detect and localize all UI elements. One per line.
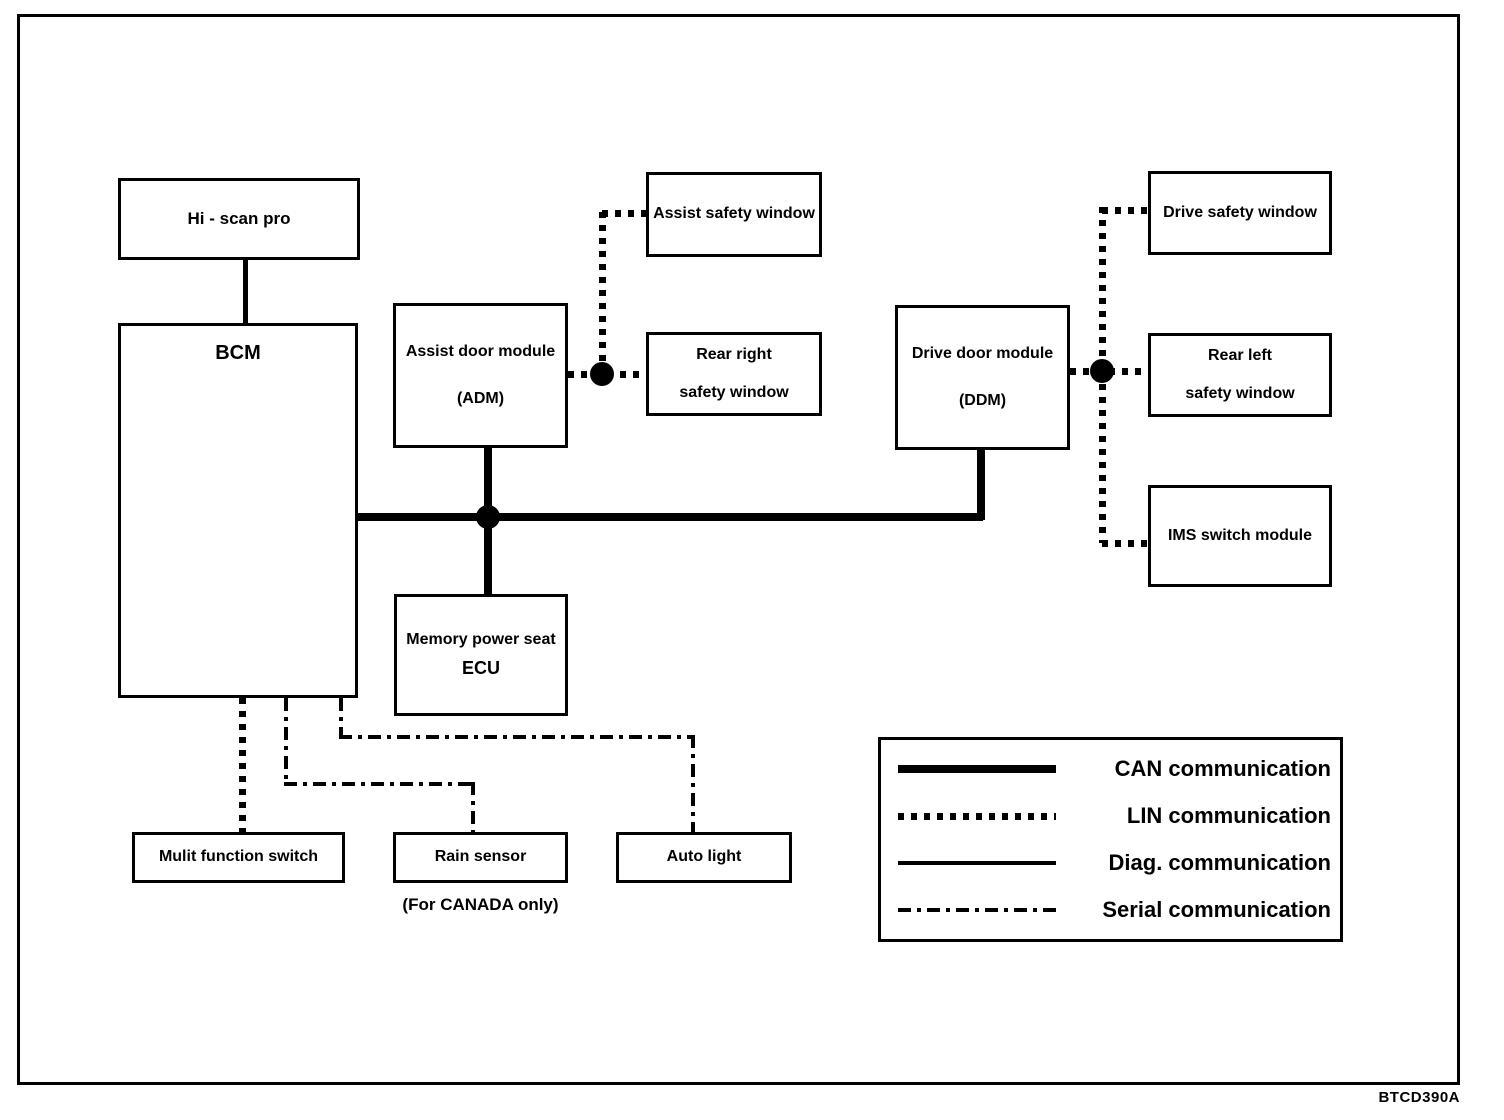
serial-line-rain-v2	[471, 782, 475, 832]
legend-row-diag: Diag. communication	[898, 840, 1331, 887]
legend-box: CAN communication LIN communication Diag…	[878, 737, 1343, 942]
adm-label-line2: (ADM)	[456, 389, 505, 407]
lin-line-adm-vertical	[599, 212, 606, 374]
lin-line-to-ims	[1102, 540, 1148, 547]
serial-line-autolight-h	[339, 735, 695, 739]
ddm-label-line2: (DDM)	[958, 391, 1007, 409]
lin-line-to-drive-safety-window	[1102, 207, 1148, 214]
legend-label-lin: LIN communication	[1126, 803, 1331, 829]
can-line-sample	[898, 765, 1056, 774]
serial-line-sample	[898, 907, 1056, 912]
legend-row-can: CAN communication	[898, 746, 1331, 793]
can-line-ddm-drop	[977, 450, 985, 520]
multi-function-switch-box: Mulit function switch	[132, 832, 345, 883]
assist-safety-window-box: Assist safety window	[646, 172, 822, 257]
legend-label-serial: Serial communication	[1102, 896, 1331, 922]
lin-junction-dot-ddm	[1090, 359, 1114, 383]
drive-safety-window-label: Drive safety window	[1163, 203, 1317, 221]
serial-line-autolight-v1	[339, 698, 343, 738]
canada-only-note: (For CANADA only)	[402, 895, 559, 914]
legend-label-diag: Diag. communication	[1108, 849, 1331, 875]
legend-row-serial: Serial communication	[898, 886, 1331, 933]
figure-code: BTCD390A	[1378, 1089, 1460, 1106]
ims-switch-module-label: IMS switch module	[1167, 526, 1312, 544]
hi-scan-pro-box: Hi - scan pro	[118, 178, 360, 260]
rear-right-safety-window-box: Rear right safety window	[646, 332, 822, 416]
legend-label-can: CAN communication	[1114, 756, 1331, 782]
lin-line-bcm-multifunction	[239, 698, 246, 832]
auto-light-box: Auto light	[616, 832, 792, 883]
hi-scan-pro-label: Hi - scan pro	[187, 209, 291, 229]
diagram-border	[17, 14, 1460, 1085]
diag-line-hiscan-bcm	[243, 260, 248, 323]
rear-right-label-line2: safety window	[679, 384, 789, 401]
lin-junction-dot-adm	[590, 362, 614, 386]
can-junction-dot	[476, 505, 500, 529]
rear-left-label-line2: safety window	[1185, 385, 1295, 402]
multi-function-switch-label: Mulit function switch	[158, 848, 319, 866]
bcm-label: BCM	[215, 342, 261, 364]
legend-row-lin: LIN communication	[898, 793, 1331, 840]
lin-line-to-assist-safety-window	[602, 210, 646, 217]
serial-line-rain-h	[284, 782, 475, 786]
lin-line-ddm-vertical-bottom	[1099, 371, 1106, 543]
can-bus-horizontal	[358, 513, 983, 521]
ddm-label-line1: Drive door module	[911, 345, 1054, 363]
lin-line-sample	[898, 812, 1056, 820]
ims-switch-module-box: IMS switch module	[1148, 485, 1332, 587]
diag-line-sample	[898, 860, 1056, 865]
auto-light-label: Auto light	[666, 848, 742, 866]
lin-line-ddm-vertical-top	[1099, 207, 1106, 371]
rain-sensor-label: Rain sensor	[434, 848, 527, 866]
drive-door-module-box: Drive door module (DDM)	[895, 305, 1070, 450]
serial-line-autolight-v2	[691, 735, 695, 832]
memory-power-seat-ecu-box: Memory power seat ECU	[394, 594, 568, 716]
rear-left-safety-window-box: Rear left safety window	[1148, 333, 1332, 417]
drive-safety-window-box: Drive safety window	[1148, 171, 1332, 255]
rear-left-label-line1: Rear left	[1207, 346, 1273, 364]
assist-safety-window-label: Assist safety window	[653, 205, 815, 223]
rain-sensor-box: Rain sensor	[393, 832, 568, 883]
memory-seat-label-line1: Memory power seat	[406, 631, 556, 649]
bcm-box: BCM	[118, 323, 358, 698]
serial-line-rain-v1	[284, 698, 288, 785]
adm-label-line1: Assist door module	[405, 343, 556, 361]
assist-door-module-box: Assist door module (ADM)	[393, 303, 568, 448]
rear-right-label-line1: Rear right	[696, 345, 772, 363]
memory-seat-label-line2: ECU	[461, 657, 500, 678]
